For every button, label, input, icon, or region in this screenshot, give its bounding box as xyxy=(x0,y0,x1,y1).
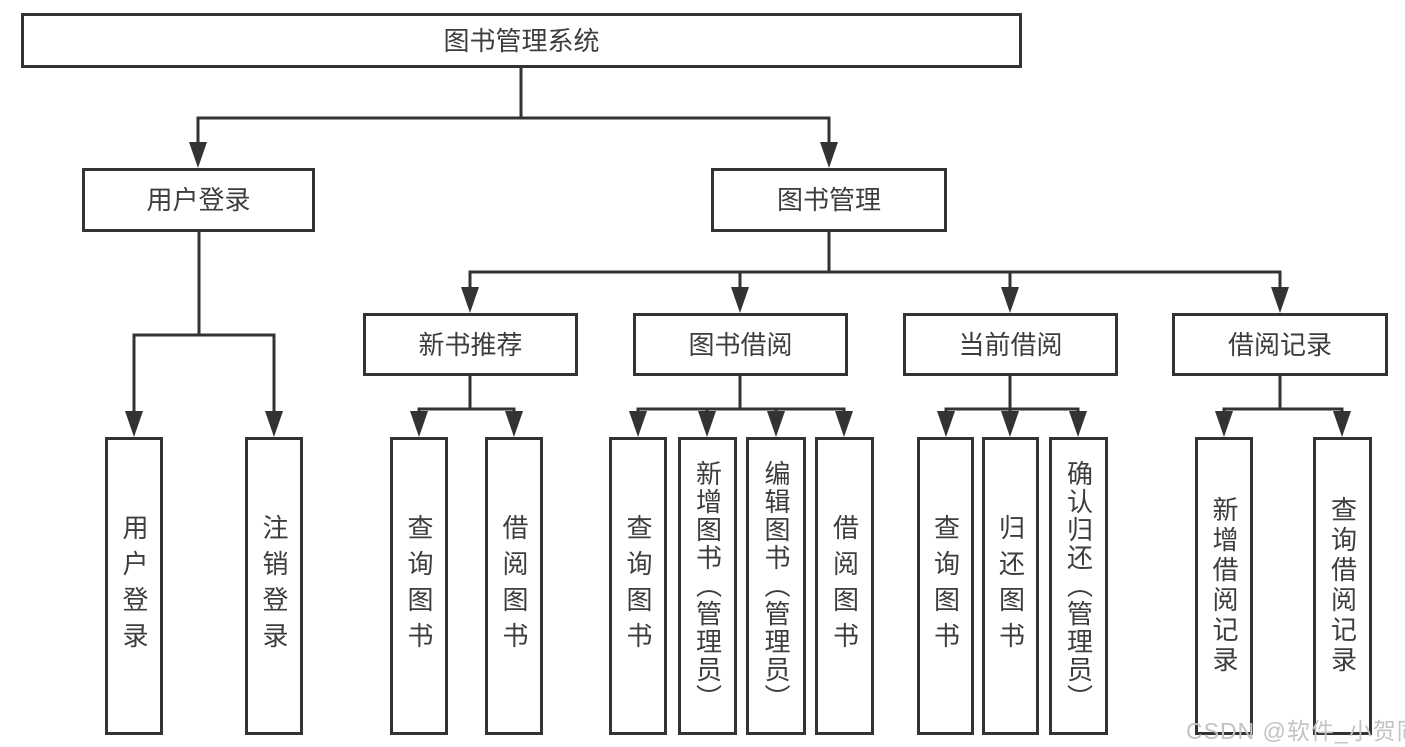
node-library-management-system: 图书管理系统 xyxy=(21,13,1022,68)
leaf-query-books-borrow: 查询图书 xyxy=(609,437,667,735)
node-book-management: 图书管理 xyxy=(711,168,947,232)
leaf-add-borrow-record: 新增借阅记录 xyxy=(1195,437,1253,735)
leaf-label: 查询图书 xyxy=(930,514,961,658)
leaf-label: 归还图书 xyxy=(995,514,1026,658)
node-label: 图书借阅 xyxy=(688,329,793,360)
leaf-query-borrow-record: 查询借阅记录 xyxy=(1313,437,1372,735)
leaf-logout: 注销登录 xyxy=(245,437,303,735)
node-current-borrowing: 当前借阅 xyxy=(903,313,1118,376)
leaf-user-login: 用户登录 xyxy=(105,437,163,735)
leaf-query-books-current: 查询图书 xyxy=(917,437,974,735)
leaf-label: 查询图书 xyxy=(404,514,434,658)
leaf-borrow-books-borrow: 借阅图书 xyxy=(815,437,874,735)
leaf-label: 用户登录 xyxy=(119,514,149,658)
node-label: 图书管理 xyxy=(776,185,881,215)
leaf-label: 确认归还（管理员） xyxy=(1063,460,1094,712)
node-label: 新书推荐 xyxy=(418,329,523,360)
leaf-label: 查询图书 xyxy=(623,514,653,658)
leaf-label: 借阅图书 xyxy=(829,514,860,658)
leaf-add-book-admin: 新增图书（管理员） xyxy=(678,437,737,735)
node-label: 借阅记录 xyxy=(1227,329,1332,360)
leaf-query-books-recommend: 查询图书 xyxy=(390,437,448,735)
leaf-label: 新增图书（管理员） xyxy=(692,460,723,712)
leaf-label: 编辑图书（管理员） xyxy=(761,460,791,712)
node-user-login: 用户登录 xyxy=(82,168,315,232)
node-label: 用户登录 xyxy=(146,185,251,215)
node-label: 当前借阅 xyxy=(958,329,1063,360)
leaf-confirm-return-admin: 确认归还（管理员） xyxy=(1049,437,1108,735)
node-borrowing-records: 借阅记录 xyxy=(1172,313,1388,376)
watermark-text: CSDN @软件_小贺同学 xyxy=(1186,718,1405,744)
leaf-return-book: 归还图书 xyxy=(982,437,1039,735)
leaf-label: 新增借阅记录 xyxy=(1209,496,1239,676)
node-book-borrowing: 图书借阅 xyxy=(633,313,848,376)
node-label: 图书管理系统 xyxy=(443,25,600,56)
leaf-edit-book-admin: 编辑图书（管理员） xyxy=(746,437,806,735)
node-new-book-recommendation: 新书推荐 xyxy=(363,313,578,376)
leaf-borrow-books-recommend: 借阅图书 xyxy=(485,437,543,735)
leaf-label: 注销登录 xyxy=(259,514,289,658)
leaf-label: 借阅图书 xyxy=(499,514,529,658)
leaf-label: 查询借阅记录 xyxy=(1327,496,1358,676)
